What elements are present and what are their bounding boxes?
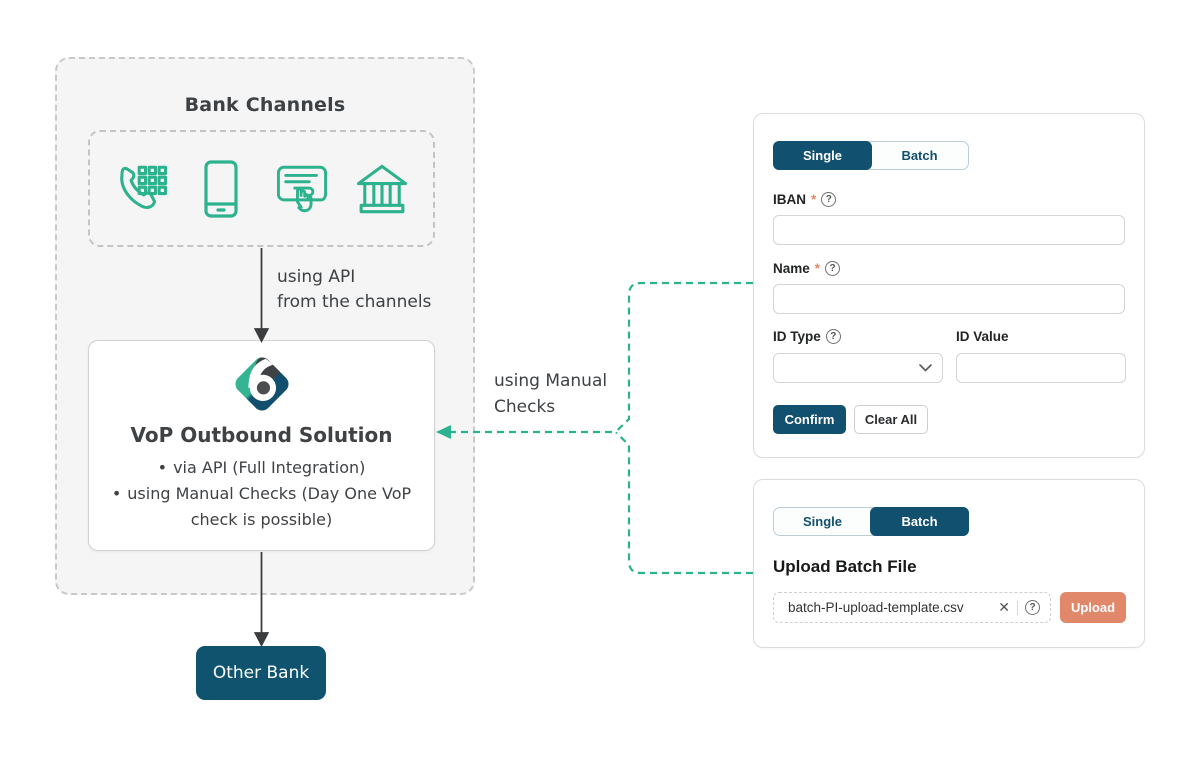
vop-bullet-1: •via API (Full Integration) bbox=[157, 458, 366, 477]
name-label: Name * ? bbox=[773, 261, 841, 276]
batch-file-input[interactable]: batch-PI-upload-template.csv ✕ ? bbox=[773, 592, 1051, 623]
batch-panel-tabs: Single Batch bbox=[773, 507, 969, 536]
id-type-select[interactable] bbox=[773, 353, 943, 383]
divider bbox=[1017, 600, 1018, 615]
file-help-icon[interactable]: ? bbox=[1025, 600, 1040, 615]
iban-label: IBAN * ? bbox=[773, 192, 837, 207]
id-type-help-icon[interactable]: ? bbox=[825, 329, 841, 344]
vop-bullet-2: •using Manual Checks (Day One VoP check … bbox=[111, 484, 412, 529]
name-input[interactable] bbox=[773, 284, 1125, 314]
vop-outbound-card: VoP Outbound Solution •via API (Full Int… bbox=[88, 340, 435, 551]
bullet-icon: • bbox=[111, 484, 122, 503]
bullet-icon: • bbox=[157, 458, 168, 477]
id-value-label: ID Value bbox=[956, 329, 1009, 344]
tab-batch[interactable]: Batch bbox=[901, 148, 938, 163]
upload-button[interactable]: Upload bbox=[1060, 592, 1126, 623]
batch-upload-panel: Single Batch Upload Batch File batch-PI-… bbox=[753, 479, 1145, 648]
chevron-down-icon bbox=[919, 364, 932, 372]
required-marker: * bbox=[814, 261, 821, 276]
bank-channels-title: Bank Channels bbox=[184, 94, 346, 116]
bank-building-icon bbox=[353, 158, 411, 220]
iban-input[interactable] bbox=[773, 215, 1125, 245]
mobile-phone-icon bbox=[192, 158, 250, 220]
manual-checks-label: using Manual Checks bbox=[494, 371, 608, 417]
tab-batch[interactable]: Batch bbox=[870, 507, 969, 536]
vop-card-title: VoP Outbound Solution bbox=[130, 423, 393, 447]
card-tap-icon bbox=[273, 158, 331, 220]
clear-all-button[interactable]: Clear All bbox=[854, 405, 928, 434]
id-type-label: ID Type ? bbox=[773, 329, 841, 344]
phone-keypad-icon bbox=[112, 158, 170, 220]
upload-batch-file-heading: Upload Batch File bbox=[773, 557, 917, 576]
batch-file-name: batch-PI-upload-template.csv bbox=[788, 600, 964, 615]
confirm-button[interactable]: Confirm bbox=[773, 405, 846, 434]
required-marker: * bbox=[811, 192, 817, 207]
channels-icon-box bbox=[88, 130, 435, 247]
single-check-panel: Single Batch IBAN * ? Name * ? ID Type ?… bbox=[753, 113, 1145, 458]
other-bank-node: Other Bank bbox=[196, 646, 326, 700]
clear-file-icon[interactable]: ✕ bbox=[998, 599, 1010, 615]
tab-single[interactable]: Single bbox=[802, 514, 842, 529]
name-help-icon[interactable]: ? bbox=[825, 261, 841, 276]
api-arrow-label: using API from the channels bbox=[277, 267, 432, 312]
iban-help-icon[interactable]: ? bbox=[821, 192, 837, 207]
tab-single[interactable]: Single bbox=[773, 141, 872, 170]
vop-card-bullets: •via API (Full Integration) •using Manua… bbox=[96, 455, 428, 533]
single-panel-tabs: Single Batch bbox=[773, 141, 969, 170]
vop-logo-icon bbox=[234, 354, 289, 411]
id-value-input[interactable] bbox=[956, 353, 1126, 383]
